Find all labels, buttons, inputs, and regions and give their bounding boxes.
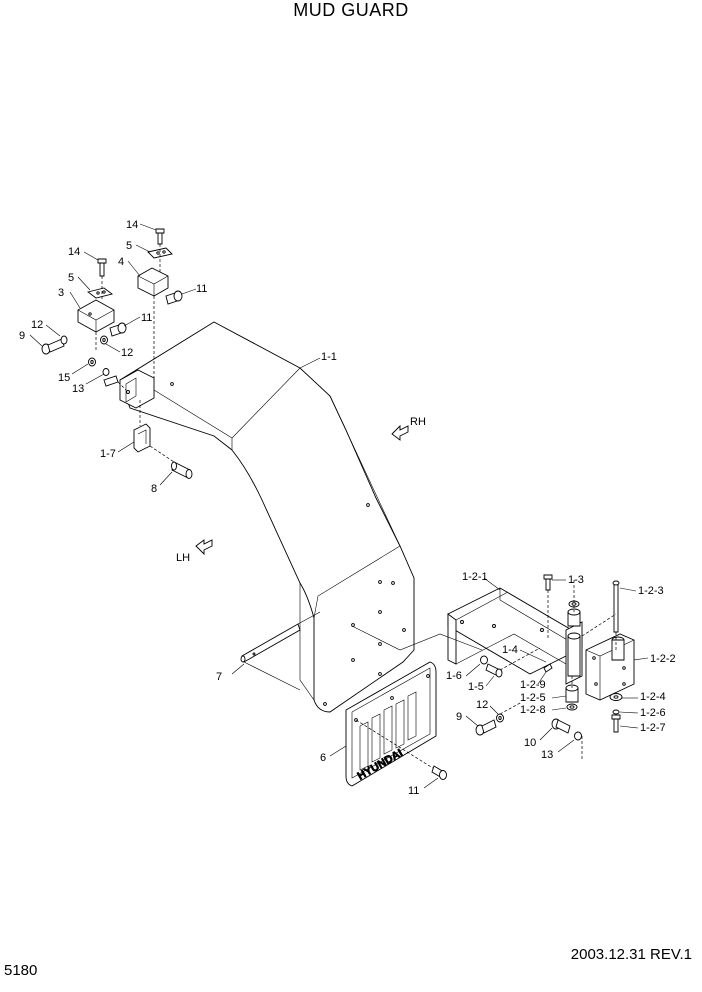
label-11-mudflap: 11 <box>408 785 419 797</box>
nut-13-left <box>102 368 110 376</box>
bracket-1-2-1 <box>447 587 583 685</box>
label-7: 7 <box>216 671 222 683</box>
washer-1-2-8 <box>566 703 578 711</box>
label-1-2-1: 1-2-1 <box>462 571 488 583</box>
label-6: 6 <box>320 752 326 764</box>
label-1-2-3: 1-2-3 <box>638 585 664 597</box>
bracket-3 <box>77 299 115 333</box>
fender-body <box>119 321 415 713</box>
label-1-1: 1-1 <box>321 351 337 363</box>
label-1-2-2: 1-2-2 <box>650 653 676 665</box>
label-9-left: 9 <box>19 330 25 342</box>
label-8: 8 <box>151 483 157 495</box>
label-13-left: 13 <box>72 383 84 395</box>
bolt-11-mudflap <box>431 765 447 780</box>
label-1-4: 1-4 <box>502 644 518 656</box>
bolt-11-upper <box>165 290 183 305</box>
bolt-1-2-7 <box>611 714 621 733</box>
bolt-1-3 <box>543 574 553 591</box>
label-12-bottom: 12 <box>476 699 488 711</box>
label-5-upper: 5 <box>126 240 132 252</box>
washer-15 <box>88 357 96 367</box>
bolt-13-left-small <box>103 375 119 387</box>
label-13-bottom: 13 <box>541 749 553 761</box>
lh-arrow <box>195 539 213 556</box>
label-1-2-5: 1-2-5 <box>520 692 546 704</box>
label-4: 4 <box>118 256 124 268</box>
label-1-5: 1-5 <box>468 681 484 693</box>
rod-7 <box>240 623 301 663</box>
label-14-upper: 14 <box>126 219 138 231</box>
label-1-2-8: 1-2-8 <box>520 704 546 716</box>
bolt-1-5 <box>485 663 503 678</box>
washer-1-2-4 <box>609 693 623 701</box>
bolt-11-middle <box>109 322 127 337</box>
label-11-middle: 11 <box>141 312 152 324</box>
plate-5-lower <box>86 287 114 299</box>
bolt-9-bottom <box>475 719 497 736</box>
washer-12-lower <box>100 335 108 345</box>
label-1-2-6: 1-2-6 <box>640 707 666 719</box>
bushing-1-2-5 <box>565 684 579 703</box>
pin-8 <box>171 461 193 479</box>
label-1-2-7: 1-2-7 <box>640 722 666 734</box>
nut-1-2-9 <box>543 663 553 673</box>
label-1-3: 1-3 <box>568 574 584 586</box>
label-1-2-9: 1-2-9 <box>520 679 546 691</box>
hinge-tube-1-4 <box>567 632 581 677</box>
bolt-14-upper <box>155 228 165 245</box>
label-3: 3 <box>58 287 64 299</box>
label-1-2-4: 1-2-4 <box>640 691 666 703</box>
label-lh: LH <box>176 552 190 564</box>
washer-12-bottom <box>496 713 504 723</box>
label-12-left: 12 <box>31 319 43 331</box>
page-title: MUD GUARD <box>293 0 409 20</box>
label-1-7: 1-7 <box>100 448 116 460</box>
label-15: 15 <box>58 372 70 384</box>
date-revision: 2003.12.31 REV.1 <box>570 946 692 963</box>
rh-arrow <box>391 424 409 441</box>
pin-1-2-3 <box>612 580 620 633</box>
washer-1-2-6 <box>612 709 620 715</box>
label-9-bottom: 9 <box>456 711 462 723</box>
bolt-10 <box>551 718 571 734</box>
label-12-lower: 12 <box>121 347 133 359</box>
label-10: 10 <box>524 737 536 749</box>
label-14-lower: 14 <box>68 246 80 258</box>
bolt-9-left <box>41 335 68 355</box>
mudflap-6: HYUNDAI <box>345 661 437 787</box>
bracket-4 <box>137 267 169 297</box>
fender-mount-plate <box>119 369 155 409</box>
label-5-lower: 5 <box>68 272 74 284</box>
label-11-upper: 11 <box>196 283 207 295</box>
nut-13-bottom <box>574 731 582 741</box>
clamp-1-7 <box>133 423 151 453</box>
nut-1-6 <box>480 655 488 665</box>
hinge-plate-1-2-2 <box>585 633 635 701</box>
page-number: 5180 <box>4 962 38 979</box>
label-rh: RH <box>410 416 426 428</box>
label-1-6: 1-6 <box>446 670 462 682</box>
bolt-14-lower <box>97 258 107 277</box>
